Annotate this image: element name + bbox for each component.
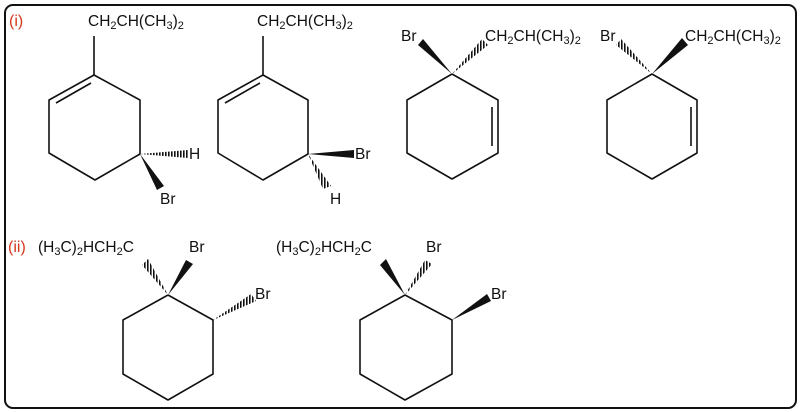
molecule-5-bonds [122, 294, 214, 401]
frame-border [4, 4, 797, 409]
atom-label-br: Br [355, 146, 371, 163]
atom-label-br: Br [255, 286, 271, 303]
substituent-label: CH2CH(CH3)2 [257, 13, 353, 32]
molecule-6-bonds [359, 294, 453, 401]
substituent-label: CH2CH(CH3)2 [485, 28, 581, 47]
wedge-bond [308, 150, 354, 158]
part-label-ii: (ii) [8, 239, 26, 256]
wedge-bond [380, 259, 405, 295]
atom-label-br: Br [401, 28, 417, 45]
wedge-bond [140, 154, 164, 190]
atom-label-h: H [189, 146, 201, 163]
hash-bond [140, 150, 188, 158]
substituent-label: CH2CH(CH3)2 [685, 28, 781, 47]
substituent-label: CH2CH(CH3)2 [88, 13, 184, 32]
hash-bond [308, 154, 331, 189]
hash-bond [405, 260, 432, 295]
hash-bond [452, 39, 488, 74]
substituent-label: (H3C)2HCH2C [276, 239, 372, 258]
wedge-bond [418, 39, 452, 74]
molecule-3-bonds [406, 73, 499, 180]
atom-label-br: Br [600, 28, 616, 45]
hash-bond [213, 294, 256, 320]
molecule-4-bonds [606, 73, 698, 180]
wedge-bond [452, 294, 491, 320]
molecule-2-bonds [217, 36, 309, 181]
atom-label-br: Br [189, 239, 205, 256]
substituent-label: (H3C)2HCH2C [38, 239, 134, 258]
hash-bond [616, 39, 652, 74]
atom-label-br: Br [426, 239, 442, 256]
part-label-i: (i) [9, 13, 24, 30]
atom-label-br: Br [160, 191, 176, 208]
atom-label-h: H [330, 191, 342, 208]
wedge-bond [168, 260, 193, 295]
molecule-1-bonds [48, 36, 141, 181]
hash-bond [142, 259, 168, 295]
atom-label-br: Br [491, 286, 507, 303]
wedge-bond [652, 38, 688, 74]
